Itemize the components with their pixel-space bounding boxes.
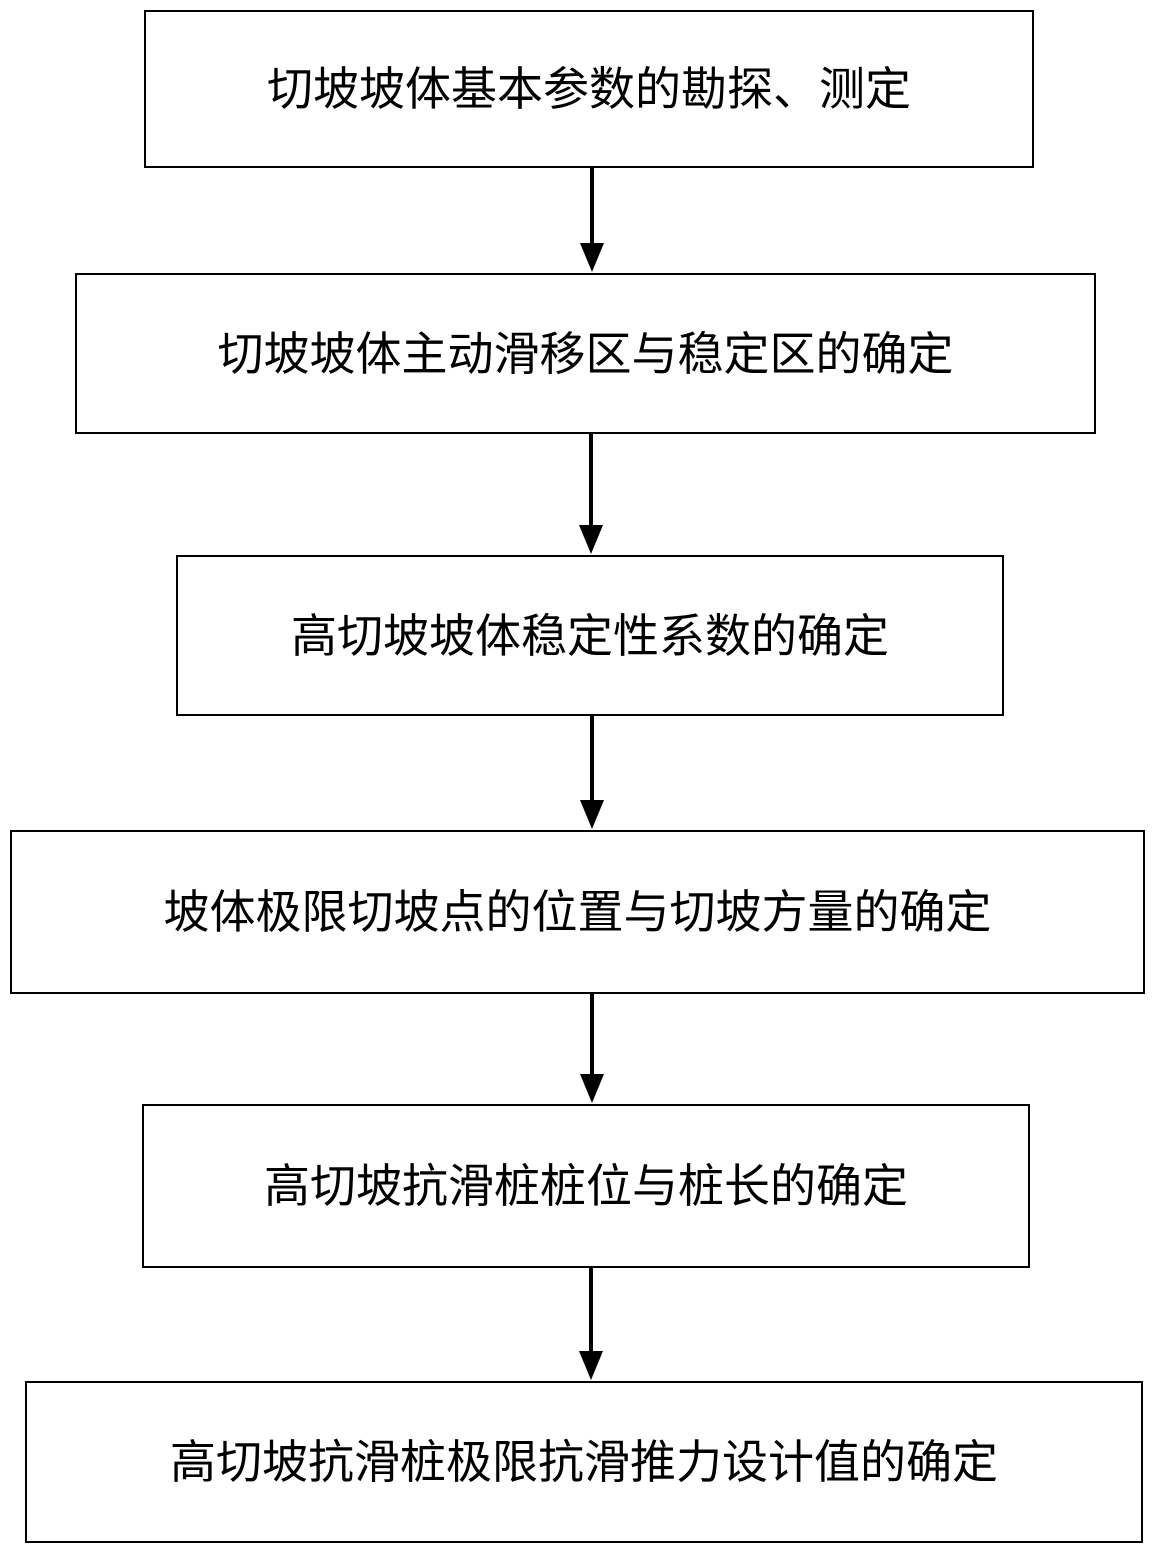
step-3-label: 高切坡坡体稳定性系数的确定 bbox=[291, 613, 889, 659]
step-5-label: 高切坡抗滑桩桩位与桩长的确定 bbox=[264, 1163, 908, 1209]
arrow-1-head bbox=[580, 243, 604, 272]
arrow-4-head bbox=[580, 1074, 604, 1103]
step-6-box: 高切坡抗滑桩极限抗滑推力设计值的确定 bbox=[25, 1381, 1143, 1543]
arrow-5-head bbox=[579, 1351, 603, 1380]
step-3-box: 高切坡坡体稳定性系数的确定 bbox=[176, 555, 1004, 716]
step-2-box: 切坡坡体主动滑移区与稳定区的确定 bbox=[75, 273, 1096, 434]
step-5-box: 高切坡抗滑桩桩位与桩长的确定 bbox=[142, 1104, 1030, 1268]
step-4-box: 坡体极限切坡点的位置与切坡方量的确定 bbox=[10, 830, 1145, 994]
arrow-2-head bbox=[579, 525, 603, 554]
step-6-label: 高切坡抗滑桩极限抗滑推力设计值的确定 bbox=[170, 1439, 998, 1485]
step-4-label: 坡体极限切坡点的位置与切坡方量的确定 bbox=[164, 889, 992, 935]
step-1-box: 切坡坡体基本参数的勘探、测定 bbox=[144, 10, 1034, 168]
arrow-3-head bbox=[580, 800, 604, 829]
step-2-label: 切坡坡体主动滑移区与稳定区的确定 bbox=[218, 331, 954, 377]
step-1-label: 切坡坡体基本参数的勘探、测定 bbox=[267, 66, 911, 112]
